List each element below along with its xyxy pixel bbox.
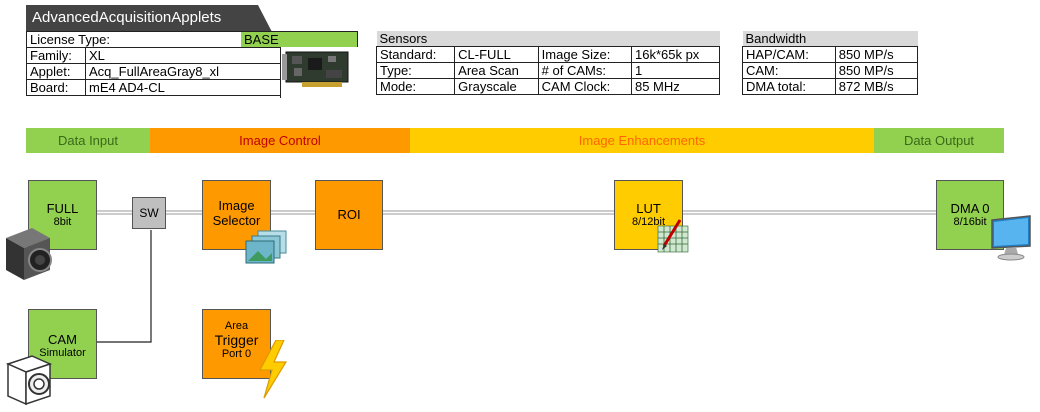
sensors-title: Sensors (376, 31, 720, 47)
lut-grid-icon (657, 219, 689, 253)
clock-value: 85 MHz (630, 78, 721, 95)
cam-simulator-label: CAM (48, 332, 77, 347)
trigger-label-3: Port 0 (221, 348, 252, 360)
dma-label: DMA 0 (950, 201, 990, 216)
mode-label: Mode: (375, 78, 456, 95)
board-label: Board: (26, 79, 86, 96)
sensors-table: Sensors Standard: CL-FULL Image Size: 16… (375, 31, 721, 95)
monitor-icon (991, 215, 1031, 261)
camera-icon (6, 228, 52, 280)
category-data-input: Data Input (26, 128, 150, 153)
family-label: Family: (26, 47, 86, 64)
dma-total-label: DMA total: (742, 78, 836, 95)
roi-block[interactable]: ROI (315, 180, 383, 250)
category-image-control: Image Control (150, 128, 410, 153)
mode-value: Grayscale (454, 78, 539, 95)
area-trigger-block[interactable]: Area Trigger Port 0 (202, 309, 271, 379)
applet-title: AdvancedAcquisitionApplets (32, 9, 222, 26)
category-image-enhancements: Image Enhancements (410, 128, 874, 153)
trigger-label-1: Area (224, 320, 249, 332)
cams-label: # of CAMs: (537, 62, 632, 79)
camera-full-bits: 8bit (53, 216, 72, 228)
category-data-output: Data Output (874, 128, 1004, 153)
trigger-label-2: Trigger (214, 332, 259, 348)
roi-label: ROI (337, 207, 361, 222)
applet-title-tab: AdvancedAcquisitionApplets (26, 5, 256, 31)
cam-simulator-sub: Simulator (39, 347, 86, 359)
image-selector-label-1: Image (218, 198, 255, 213)
image-stack-icon (245, 230, 287, 264)
type-label: Type: (375, 62, 456, 79)
image-size-label: Image Size: (537, 46, 632, 63)
hap-label: HAP/CAM: (742, 46, 836, 63)
cams-value: 1 (630, 62, 721, 79)
title-tab-corner (250, 5, 272, 32)
dma-block[interactable]: DMA 0 8/16bit (936, 180, 1004, 250)
dma-total-value: 872 MB/s (834, 78, 919, 95)
lightning-icon (259, 340, 288, 399)
switch-label: SW (139, 206, 159, 220)
cam-bw-label: CAM: (742, 62, 836, 79)
bandwidth-title: Bandwidth (742, 31, 918, 47)
board-image (282, 51, 349, 87)
dma-bits: 8/16bit (953, 216, 987, 228)
image-selector-label-2: Selector (212, 213, 261, 228)
camera-simulator-icon (5, 355, 53, 406)
lut-label: LUT (636, 201, 661, 216)
camera-full-label: FULL (46, 201, 79, 216)
clock-label: CAM Clock: (537, 78, 632, 95)
bandwidth-table: Bandwidth HAP/CAM: 850 MP/s CAM: 850 MP/… (742, 31, 919, 95)
lut-bits: 8/12bit (631, 216, 666, 228)
switch-block[interactable]: SW (132, 197, 166, 229)
